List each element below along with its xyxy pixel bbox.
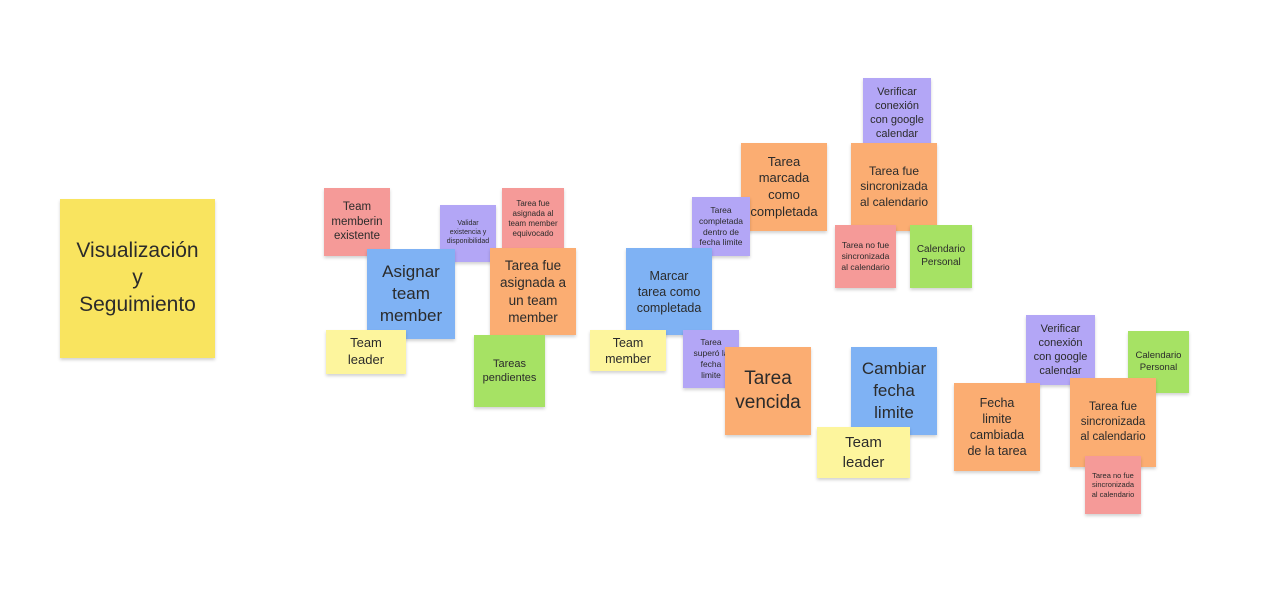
sticky-note-tarea-asignada-team-member[interactable]: Tarea fue asignada a un team member: [490, 248, 576, 335]
sticky-note-team-member-existente[interactable]: Team memberin existente: [324, 188, 390, 256]
sticky-note-team-leader-2[interactable]: Team leader: [817, 427, 910, 478]
sticky-note-title[interactable]: Visualización y Seguimiento: [60, 199, 215, 358]
sticky-note-team-leader[interactable]: Team leader: [326, 330, 406, 374]
sticky-note-cambiar-fecha-limite[interactable]: Cambiar fecha limite: [851, 347, 937, 435]
sticky-note-verificar-conexion[interactable]: Verificar conexión con google calendar: [863, 78, 931, 148]
sticky-note-tarea-marcada-completada[interactable]: Tarea marcada como completada: [741, 143, 827, 231]
sticky-note-tarea-vencida[interactable]: Tarea vencida: [725, 347, 811, 435]
sticky-note-fecha-limite-cambiada[interactable]: Fecha limite cambiada de la tarea: [954, 383, 1040, 471]
sticky-note-tarea-no-sincronizada-2[interactable]: Tarea no fue sincronizada al calendario: [1085, 456, 1141, 514]
sticky-note-tareas-pendientes[interactable]: Tareas pendientes: [474, 335, 545, 407]
sticky-note-verificar-conexion-2[interactable]: Verificar conexión con google calendar: [1026, 315, 1095, 385]
sticky-note-asignar-team-member[interactable]: Asignar team member: [367, 249, 455, 339]
sticky-note-tarea-sincronizada-2[interactable]: Tarea fue sincronizada al calendario: [1070, 378, 1156, 467]
sticky-note-marcar-tarea-completada[interactable]: Marcar tarea como completada: [626, 248, 712, 335]
sticky-note-calendario-personal[interactable]: Calendario Personal: [910, 225, 972, 288]
sticky-note-tarea-sincronizada[interactable]: Tarea fue sincronizada al calendario: [851, 143, 937, 231]
sticky-note-tarea-completada-fecha[interactable]: Tarea completada dentro de fecha limite: [692, 197, 750, 256]
sticky-note-team-member[interactable]: Team member: [590, 330, 666, 371]
sticky-note-tarea-asignada-equivocado[interactable]: Tarea fue asignada al team member equivo…: [502, 188, 564, 250]
sticky-note-tarea-no-sincronizada[interactable]: Tarea no fue sincronizada al calendario: [835, 225, 896, 288]
